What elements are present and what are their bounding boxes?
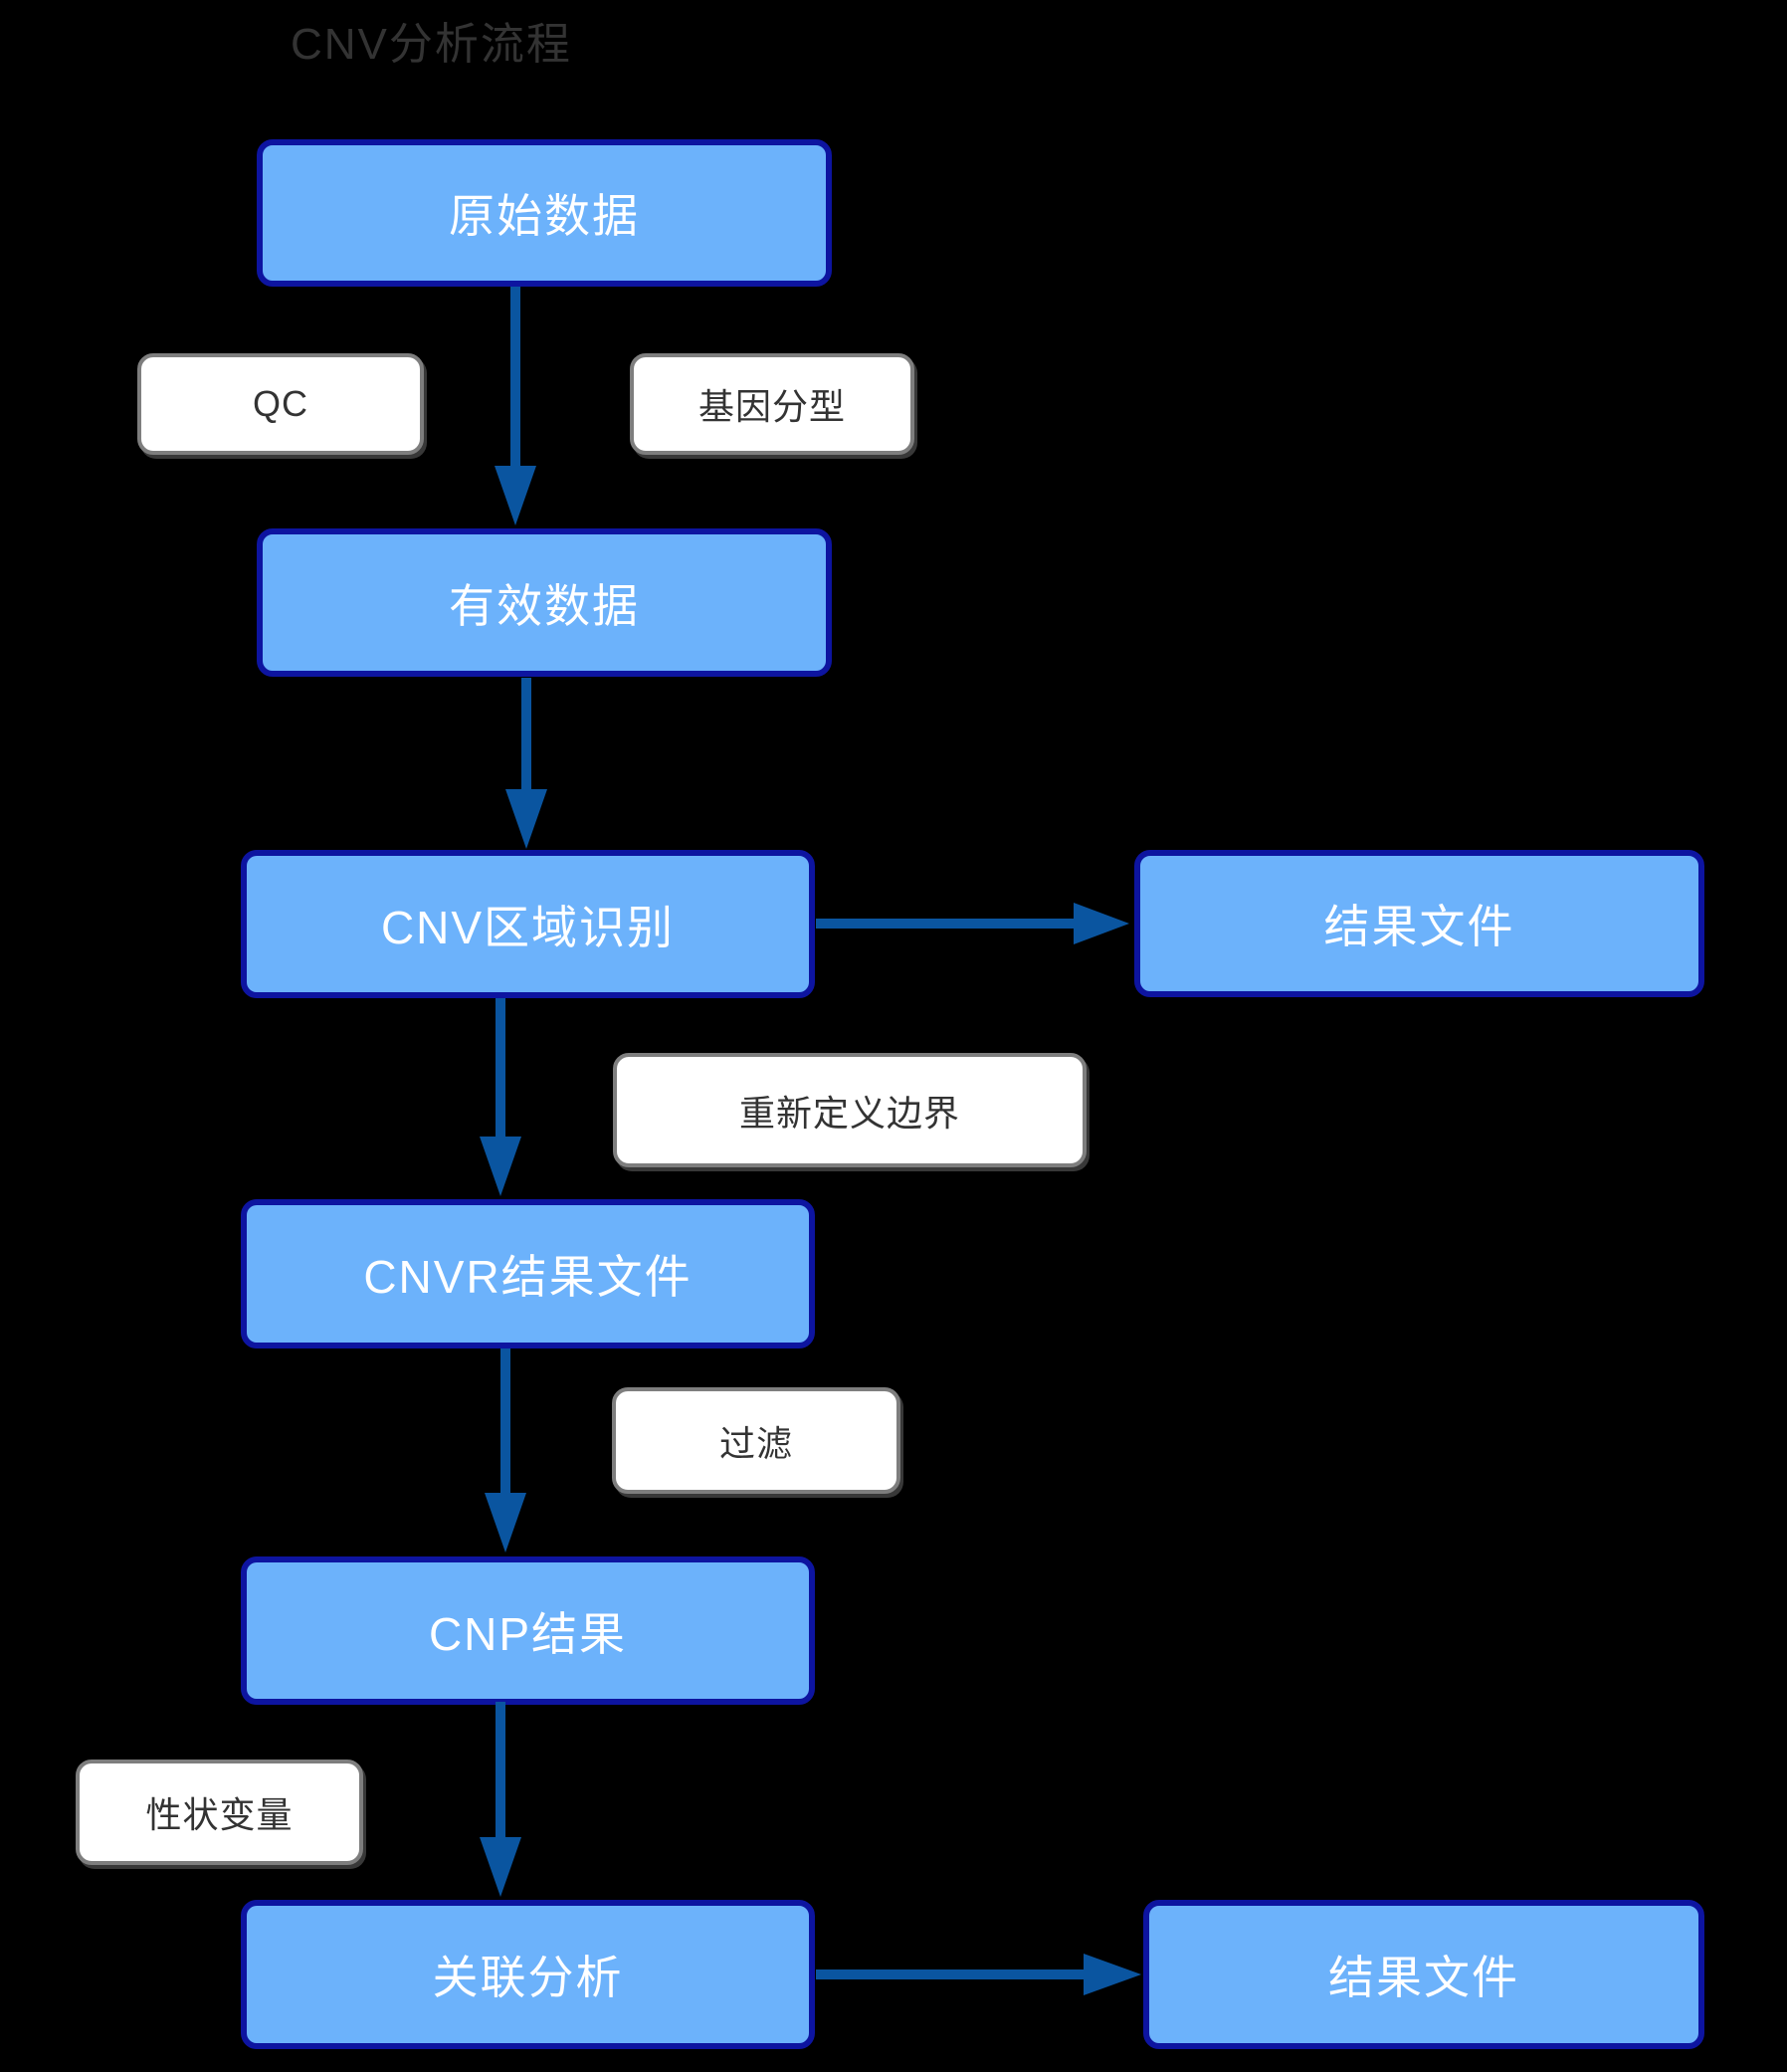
arrow-cnvr-to-cnp-icon — [484, 1348, 527, 1553]
label-trait-variable-text: 性状变量 — [145, 1794, 294, 1835]
node-cnvr-result-file-label: CNVR结果文件 — [363, 1251, 693, 1303]
label-genotyping-text: 基因分型 — [697, 386, 846, 427]
node-cnp-result: CNP结果 — [241, 1556, 815, 1705]
node-raw-data: 原始数据 — [257, 139, 832, 287]
arrow-valid-to-cnvregion-icon — [504, 678, 548, 849]
arrow-cnvregion-to-result-icon — [816, 902, 1129, 945]
node-raw-data-label: 原始数据 — [449, 190, 640, 242]
label-filter: 过滤 — [612, 1387, 900, 1494]
arrow-cnvregion-to-cnvr-icon — [479, 998, 522, 1196]
node-result-file-top: 结果文件 — [1134, 850, 1704, 997]
arrow-raw-to-valid-icon — [494, 287, 537, 525]
arrow-association-to-result-icon — [816, 1953, 1141, 1996]
node-result-file-top-label: 结果文件 — [1323, 901, 1515, 952]
label-qc: QC — [137, 353, 424, 455]
label-redefine-boundary-text: 重新定义边界 — [738, 1092, 960, 1134]
label-filter-text: 过滤 — [718, 1422, 793, 1464]
node-valid-data-label: 有效数据 — [449, 579, 640, 632]
node-result-file-bottom: 结果文件 — [1143, 1900, 1704, 2049]
arrow-cnp-to-association-icon — [479, 1702, 522, 1897]
diagram-title: CNV分析流程 — [291, 20, 572, 69]
label-genotyping: 基因分型 — [630, 353, 914, 455]
node-cnv-region-identification-label: CNV区域识别 — [380, 901, 676, 953]
node-association-analysis-label: 关联分析 — [432, 1952, 624, 2003]
node-cnvr-result-file: CNVR结果文件 — [241, 1199, 815, 1348]
node-association-analysis: 关联分析 — [241, 1900, 815, 2049]
node-cnp-result-label: CNP结果 — [428, 1607, 628, 1660]
node-valid-data: 有效数据 — [257, 528, 832, 677]
label-qc-text: QC — [253, 383, 308, 424]
label-redefine-boundary: 重新定义边界 — [613, 1053, 1087, 1167]
node-cnv-region-identification: CNV区域识别 — [241, 850, 815, 998]
label-trait-variable: 性状变量 — [76, 1760, 363, 1865]
node-result-file-bottom-label: 结果文件 — [1328, 1952, 1519, 2003]
